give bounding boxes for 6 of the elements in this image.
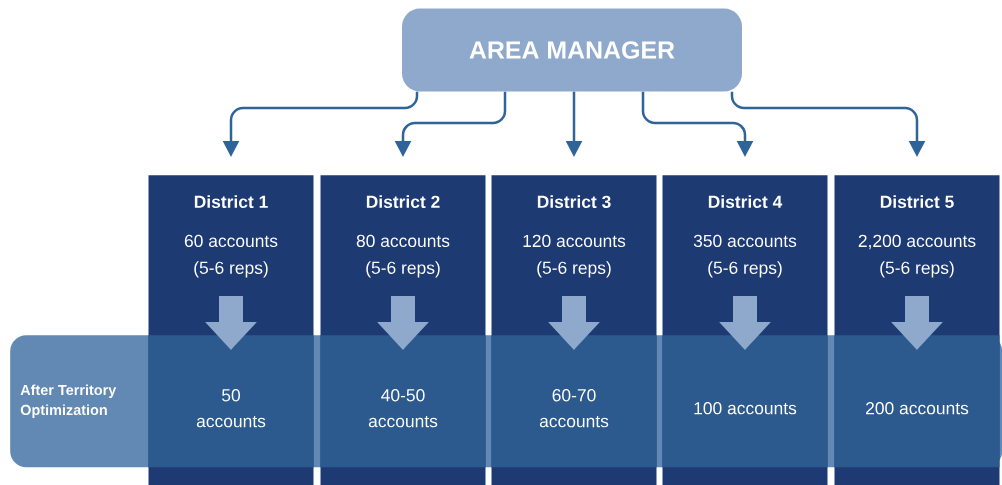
result-cell: 60-70 accounts [491,335,657,468]
result-cell: 50 accounts [148,335,314,468]
result-cell: 200 accounts [834,335,1000,468]
result-cell: 100 accounts [662,335,828,468]
manager-box: AREA MANAGER [402,8,742,92]
result-cell: 40-50 accounts [320,335,486,468]
